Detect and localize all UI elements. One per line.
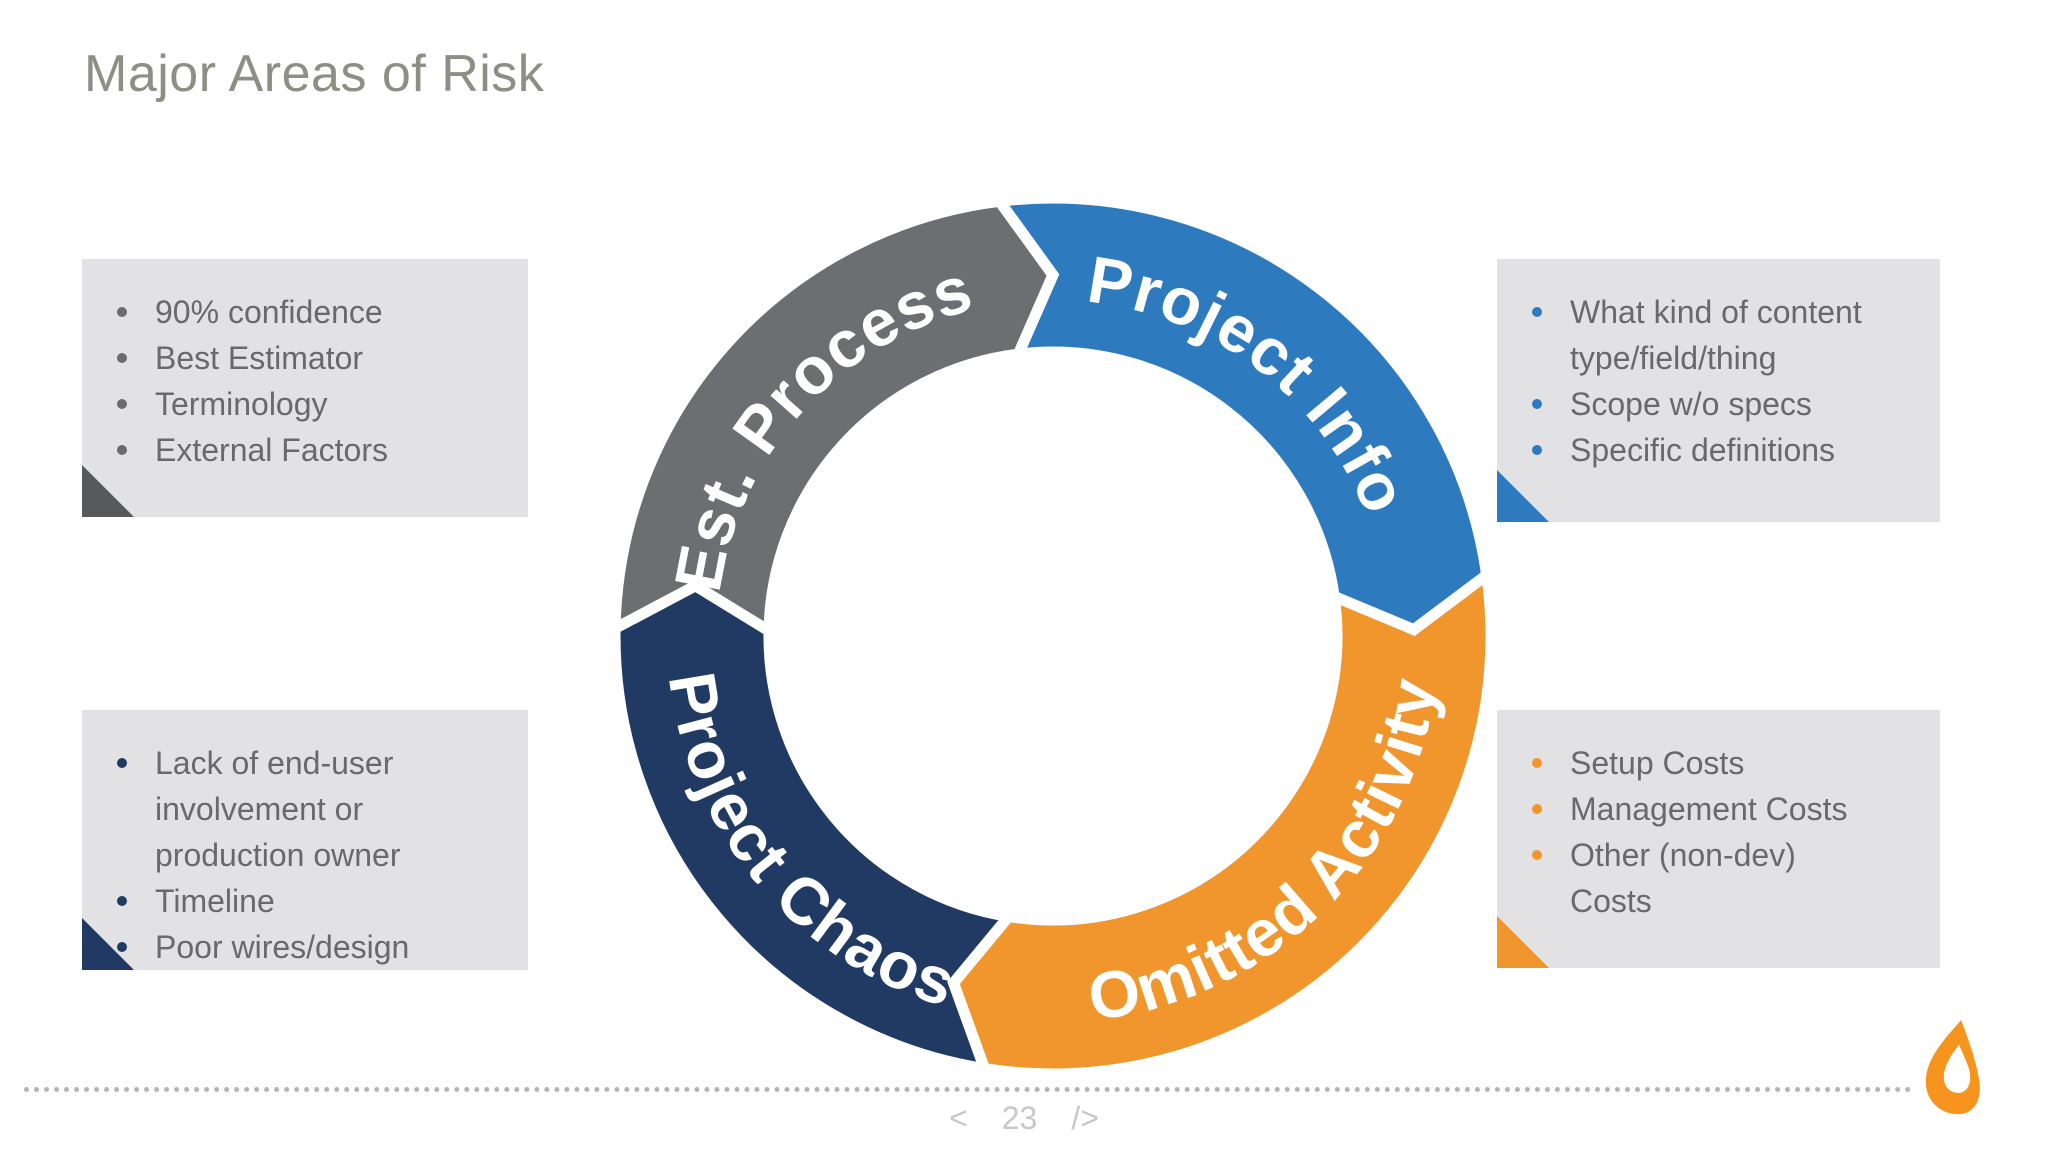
list-item-text: 90% confidence [155,294,383,330]
bullet-dot-icon [117,896,127,906]
prev-page-icon[interactable]: < [949,1100,968,1136]
list-item: External Factors [117,427,508,473]
bullet-dot-icon [1532,804,1542,814]
list-item: Setup Costs [1532,740,1920,786]
list-item-text: Other (non-dev)Costs [1570,837,1796,919]
list-item: Other (non-dev)Costs [1532,832,1920,924]
list-item: Scope w/o specs [1532,381,1920,427]
bullet-dot-icon [1532,758,1542,768]
list-item-text: Timeline [155,883,275,919]
list-item-text: Management Costs [1570,791,1848,827]
ring-segment-project-chaos [609,579,1019,1076]
list-item-text: Setup Costs [1570,745,1745,781]
bullet-dot-icon [117,758,127,768]
list-item-text: Scope w/o specs [1570,386,1812,422]
bullet-dot-icon [1532,307,1542,317]
corner-triangle [82,465,134,517]
list-item-text: Specific definitions [1570,432,1836,468]
ring-segment-omitted-activity [947,564,1497,1080]
corner-triangle [1497,470,1549,522]
bullet-dot-icon [1532,445,1542,455]
list-item-text: Terminology [155,386,328,422]
page-number: 23 [1001,1100,1038,1136]
list-item-text: External Factors [155,432,388,468]
page-title: Major Areas of Risk [84,45,545,103]
list-item-text: Poor wires/design [155,929,410,965]
list-item: Timeline [117,878,508,924]
list-item: 90% confidence [117,289,508,335]
pager: < 23 /> [0,1100,2048,1137]
flame-logo-icon [1925,1020,1980,1115]
list-item: Best Estimator [117,335,508,381]
next-page-icon[interactable]: /> [1071,1100,1099,1136]
list-item: Management Costs [1532,786,1920,832]
ring-segment-project-info [989,192,1493,636]
corner-triangle [82,918,134,970]
list-item: Poor wires/design [117,924,508,970]
ring-segment-est-process [609,195,1060,641]
bullet-dot-icon [117,353,127,363]
bullet-dot-icon [117,399,127,409]
list-item-text: Best Estimator [155,340,364,376]
list-item: Specific definitions [1532,427,1920,473]
bullet-dot-icon [1532,399,1542,409]
bullet-dot-icon [1532,850,1542,860]
corner-triangle [1497,916,1549,968]
footer-dotted-line [24,1087,1912,1092]
list-item: Terminology [117,381,508,427]
bullet-dot-icon [117,445,127,455]
bullet-dot-icon [117,307,127,317]
